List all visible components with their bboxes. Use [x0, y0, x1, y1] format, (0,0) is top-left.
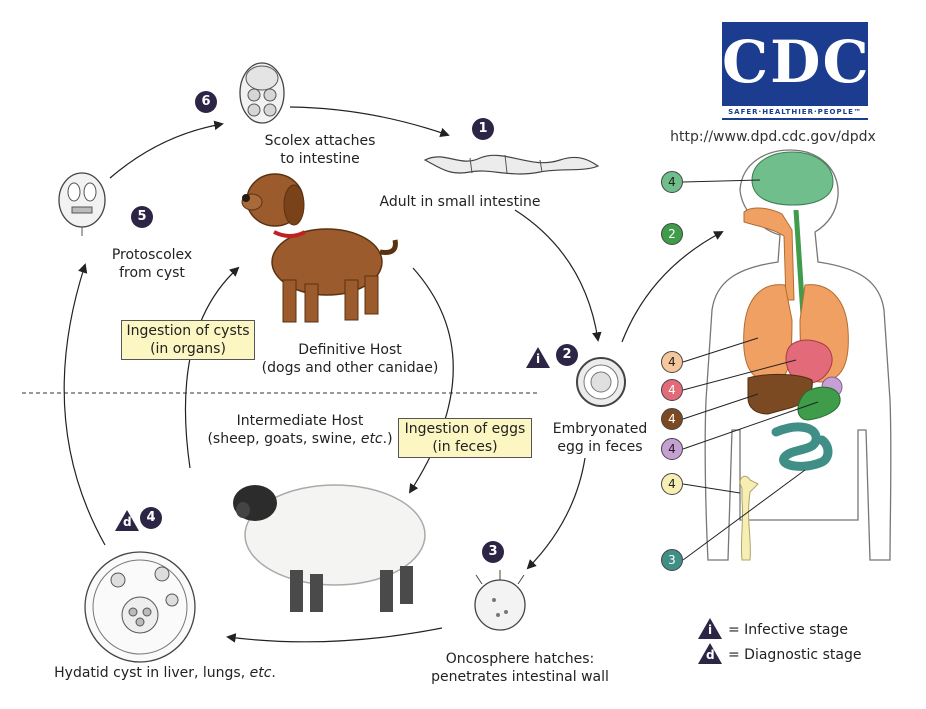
brain-organ [751, 151, 834, 206]
arrow-5-to-6 [109, 120, 224, 179]
intermediate-host-line2: (sheep, goats, swine, etc.) [200, 430, 400, 448]
ingestion-eggs-line2: (in feces) [432, 439, 498, 455]
stage-4-label-prefix: Hydatid cyst in liver, lungs, [54, 665, 250, 681]
arrow-egg-to-human [621, 231, 724, 343]
cdc-logo-letters: CDC [722, 28, 871, 96]
legend-diagnostic-text: = Diagnostic stage [728, 647, 862, 663]
diagnostic-marker-letter: d [123, 515, 132, 529]
arrow-6-to-1 [289, 106, 450, 138]
stage-4-label: Hydatid cyst in liver, lungs, etc. [40, 664, 290, 682]
airway-organ [743, 207, 795, 301]
stage-5-label: Protoscolex from cyst [72, 246, 232, 282]
dog-illustration [241, 173, 398, 323]
stage-6-badge: 6 [195, 91, 217, 113]
legend-diagnostic-icon: d [698, 643, 722, 664]
source-url[interactable]: http://www.dpd.cdc.gov/dpdx [670, 129, 876, 145]
ingestion-cysts-box: Ingestion of cysts (in organs) [121, 320, 255, 360]
legend-infective-text: = Infective stage [728, 622, 849, 638]
organ-marker-intestine: 3 [661, 549, 683, 571]
hydatid-cyst-drawing [84, 551, 196, 663]
protoscolex-drawing [58, 172, 106, 236]
leader-spleen [682, 401, 819, 450]
intermediate-host-prefix: (sheep, goats, swine, [207, 431, 361, 447]
stage-4-label-suffix: . [271, 665, 276, 681]
intermediate-host-label: Intermediate Host (sheep, goats, swine, … [200, 412, 400, 448]
intermediate-host-em: etc [360, 431, 383, 447]
leader-lungs [682, 337, 759, 363]
stage-2-label-line2: egg in feces [557, 439, 643, 455]
organ-marker-lungs: 4 [661, 351, 683, 373]
diagnostic-stage-marker: d [115, 510, 139, 531]
organ-marker-brain: 4 [661, 171, 683, 193]
bone-femur [739, 475, 759, 561]
cdc-logo-tagline: SAFER·HEALTHIER·PEOPLE™ [722, 106, 868, 118]
legend-diagnostic-letter: d [706, 648, 715, 662]
legend-infective-icon: i [698, 618, 722, 639]
stage-3-badge: 3 [482, 541, 504, 563]
organ-marker-heart: 4 [661, 379, 683, 401]
arrow-4-to-5 [63, 263, 106, 546]
legend: i = Infective stage d = Diagnostic stage [698, 618, 898, 668]
stage-5-label-line2: from cyst [119, 265, 185, 281]
organ-marker-liver: 4 [661, 408, 683, 430]
intestines-organ [771, 422, 833, 471]
stage-3-label: Oncosphere hatches: penetrates intestina… [420, 650, 620, 686]
stage-6-label-line1: Scolex attaches [264, 133, 376, 149]
ingestion-cysts-line1: Ingestion of cysts [126, 323, 250, 339]
infective-stage-marker: i [526, 347, 550, 368]
definitive-host-line1: Definitive Host [298, 342, 402, 358]
definitive-host-label: Definitive Host (dogs and other canidae) [250, 341, 450, 377]
leader-liver [682, 393, 759, 420]
stage-2-label: Embryonated egg in feces [540, 420, 660, 456]
sheep-illustration [233, 484, 426, 612]
stage-4-badge: 4 [140, 507, 162, 529]
leader-intestine [682, 469, 806, 561]
ingestion-eggs-line1: Ingestion of eggs [404, 421, 526, 437]
scolex-drawing [239, 62, 285, 124]
intermediate-host-line1: Intermediate Host [236, 413, 364, 429]
stage-3-label-line1: Oncosphere hatches: [445, 651, 595, 667]
ingestion-cysts-line2: (in organs) [150, 341, 226, 357]
stage-6-label-line2: to intestine [280, 151, 360, 167]
organ-marker-airway: 2 [661, 223, 683, 245]
stage-5-badge: 5 [131, 206, 153, 228]
leader-heart [682, 359, 797, 391]
oncosphere-drawing [474, 570, 526, 631]
stage-1-label: Adult in small intestine [379, 194, 541, 210]
legend-infective-letter: i [707, 623, 713, 637]
stage-5-label-line1: Protoscolex [111, 247, 193, 263]
heart-organ [785, 339, 833, 384]
leader-brain [682, 179, 761, 183]
arrow-3-to-4 [226, 627, 443, 643]
arrow-2-to-3 [526, 457, 586, 570]
adult-worm-drawing [423, 154, 600, 175]
stomach-organ [797, 386, 841, 421]
stage-2-label-line1: Embryonated [552, 421, 648, 437]
stage-1-badge: 1 [472, 118, 494, 140]
definitive-host-line2: (dogs and other canidae) [261, 360, 439, 376]
stage-6-label: Scolex attaches to intestine [240, 132, 400, 168]
egg-drawing [576, 357, 626, 407]
infective-marker-letter: i [535, 352, 541, 366]
intermediate-host-suffix: .) [382, 431, 393, 447]
stage-3-label-line2: penetrates intestinal wall [431, 669, 609, 685]
organ-marker-spleen: 4 [661, 438, 683, 460]
organ-marker-bone: 4 [661, 473, 683, 495]
stage-4-label-em: etc [249, 665, 272, 681]
leader-bone [682, 483, 741, 494]
arrow-ingestion-eggs [408, 267, 454, 494]
stage-2-badge: 2 [556, 344, 578, 366]
arrow-1-to-2 [514, 209, 602, 342]
cdc-logo: CDC SAFER·HEALTHIER·PEOPLE™ [722, 22, 871, 120]
ingestion-eggs-box: Ingestion of eggs (in feces) [398, 418, 532, 458]
